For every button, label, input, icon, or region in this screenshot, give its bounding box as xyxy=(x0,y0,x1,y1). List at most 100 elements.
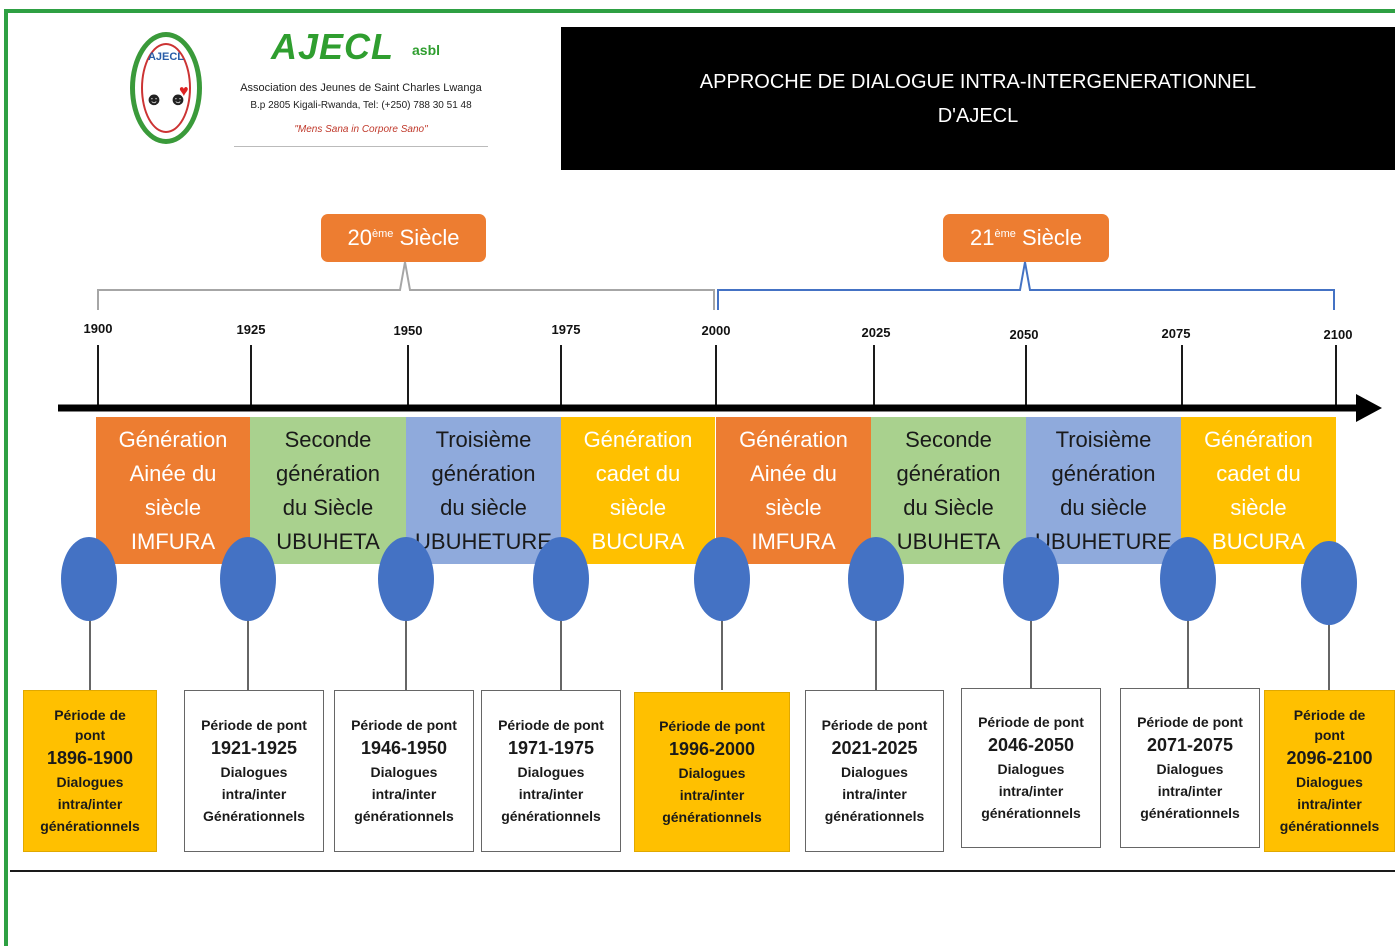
year-label: 2000 xyxy=(701,323,731,338)
bridge-years: 2071-2075 xyxy=(1146,735,1234,755)
year-label: 2075 xyxy=(1161,326,1191,341)
bridge-desc-2: intra/inter xyxy=(1157,783,1223,799)
gen-line-1: Génération xyxy=(583,427,693,452)
bridge-desc-3: générationnels xyxy=(981,805,1081,821)
gen-name: BUCURA xyxy=(1212,529,1305,554)
bridge-dot xyxy=(1160,537,1216,621)
gen-line-2: génération xyxy=(276,461,380,486)
bridge-dot xyxy=(694,537,750,621)
bridge-heading: Période de pont xyxy=(821,717,928,733)
gen-line-3: siècle xyxy=(144,495,202,520)
bridge-period-box: Période de pont 1921-1925 Dialogues intr… xyxy=(184,690,324,852)
bridge-desc-3: générationnels xyxy=(1140,805,1240,821)
bridge-years: 2046-2050 xyxy=(987,735,1075,755)
generation-block: Génération Ainée du siècle IMFURA xyxy=(716,417,871,564)
bridge-dot xyxy=(1003,537,1059,621)
ajecl-logo: AJECL ☻ ☻ ♥ xyxy=(130,32,202,144)
century-suffix: ème xyxy=(372,228,394,240)
association-name: Association des Jeunes de Saint Charles … xyxy=(240,82,482,94)
bridge-years: 1971-1975 xyxy=(507,738,595,758)
bridge-desc-3: générationnels xyxy=(354,808,454,824)
bridge-desc-3: générationnels xyxy=(824,808,925,824)
gen-line-1: Génération xyxy=(118,427,228,452)
logo-text: AJECL xyxy=(147,51,185,63)
bridge-heading: Période de pont xyxy=(978,714,1084,730)
brand-suffix: asbl xyxy=(412,42,441,58)
bridge-period-box: Période de pont 2046-2050 Dialogues intr… xyxy=(961,688,1101,848)
bridge-dot xyxy=(220,537,276,621)
bridge-years: 2096-2100 xyxy=(1286,748,1373,768)
logo-ring xyxy=(141,43,191,133)
generation-block: Génération cadet du siècle BUCURA xyxy=(1181,417,1336,564)
bridge-desc-2: intra/inter xyxy=(679,787,745,803)
gen-name: UBUHETURE xyxy=(1035,529,1172,554)
brand-name: AJECL xyxy=(271,26,395,67)
gen-line-1: Troisième xyxy=(1055,427,1152,452)
gen-name: BUCURA xyxy=(591,529,685,554)
bridge-heading: Période de xyxy=(1293,707,1366,723)
year-ticks xyxy=(97,345,1337,408)
bridge-heading-2: pont xyxy=(1314,727,1345,743)
brace-21st-century xyxy=(717,261,1335,310)
year-label: 2100 xyxy=(1323,327,1353,342)
bridge-heading: Période de pont xyxy=(351,717,457,733)
year-label: 2050 xyxy=(1009,327,1039,342)
title-line-2: D'AJECL xyxy=(937,104,1019,127)
association-motto: "Mens Sana in Corpore Sano" xyxy=(294,124,428,135)
gen-name: UBUHETA xyxy=(276,529,380,554)
gen-line-3: siècle xyxy=(765,495,822,520)
diagram-title: APPROCHE DE DIALOGUE INTRA-INTERGENERATI… xyxy=(561,27,1395,170)
gen-line-3: siècle xyxy=(1230,495,1287,520)
association-address: B.p 2805 Kigali-Rwanda, Tel: (+250) 788 … xyxy=(250,100,472,111)
bridge-period-box: Période de pont 1971-1975 Dialogues intr… xyxy=(481,690,621,852)
gen-name: IMFURA xyxy=(130,529,216,554)
bridge-desc-2: intra/inter xyxy=(842,786,907,802)
gen-line-3: du siècle xyxy=(1060,495,1147,520)
bridge-desc-2: intra/inter xyxy=(221,786,287,802)
gen-line-2: Ainée du xyxy=(129,461,217,486)
people-icon: ☻ ☻ xyxy=(144,89,188,109)
arrow-head xyxy=(1356,394,1382,422)
bridge-period-box: Période de pont 1896-1900 Dialogues intr… xyxy=(23,690,157,852)
bridge-years: 2021-2025 xyxy=(831,738,918,758)
gen-line-3: du Siècle xyxy=(903,495,994,520)
title-line-1: APPROCHE DE DIALOGUE INTRA-INTERGENERATI… xyxy=(699,70,1257,93)
gen-line-3: du siècle xyxy=(440,495,527,520)
bridge-desc-3: Générationnels xyxy=(203,808,305,824)
bridge-dot xyxy=(1301,541,1357,625)
bottom-rule xyxy=(10,870,1395,872)
bridge-desc-1: Dialogues xyxy=(1296,774,1363,790)
ribbon-icon: ♥ xyxy=(179,83,189,100)
year-label: 1950 xyxy=(393,323,423,338)
generation-block: Seconde génération du Siècle UBUHETA xyxy=(871,417,1026,564)
century-number: 20 xyxy=(347,225,373,250)
gen-line-1: Seconde xyxy=(284,427,372,452)
century-label: Siècle xyxy=(399,225,460,250)
gen-name: UBUHETURE xyxy=(415,529,552,554)
gen-line-3: siècle xyxy=(609,495,667,520)
year-label: 1925 xyxy=(236,322,266,337)
gen-line-1: Génération xyxy=(739,427,848,452)
century-label: Siècle xyxy=(1022,225,1082,250)
bridge-heading-2: pont xyxy=(74,727,106,743)
gen-line-1: Génération xyxy=(1204,427,1313,452)
bridge-years: 1946-1950 xyxy=(360,738,448,758)
generation-block: Troisième génération du siècle UBUHETURE xyxy=(406,417,561,564)
bridge-desc-1: Dialogues xyxy=(220,764,288,780)
bridge-dot xyxy=(533,537,589,621)
bridge-years: 1996-2000 xyxy=(668,739,756,759)
bridge-desc-1: Dialogues xyxy=(56,774,124,790)
bridge-period-box: Période de pont 1946-1950 Dialogues intr… xyxy=(334,690,474,852)
year-label: 2025 xyxy=(861,325,891,340)
gen-line-2: cadet du xyxy=(595,461,681,486)
page-frame xyxy=(4,9,1395,946)
bridge-heading: Période de pont xyxy=(498,717,604,733)
generation-block: Troisième génération du siècle UBUHETURE xyxy=(1026,417,1181,564)
bridge-desc-1: Dialogues xyxy=(1156,761,1224,777)
gen-name: IMFURA xyxy=(751,529,836,554)
bridge-heading: Période de pont xyxy=(659,718,765,734)
bridge-heading: Période de xyxy=(54,707,126,723)
gen-line-2: génération xyxy=(896,461,1001,486)
